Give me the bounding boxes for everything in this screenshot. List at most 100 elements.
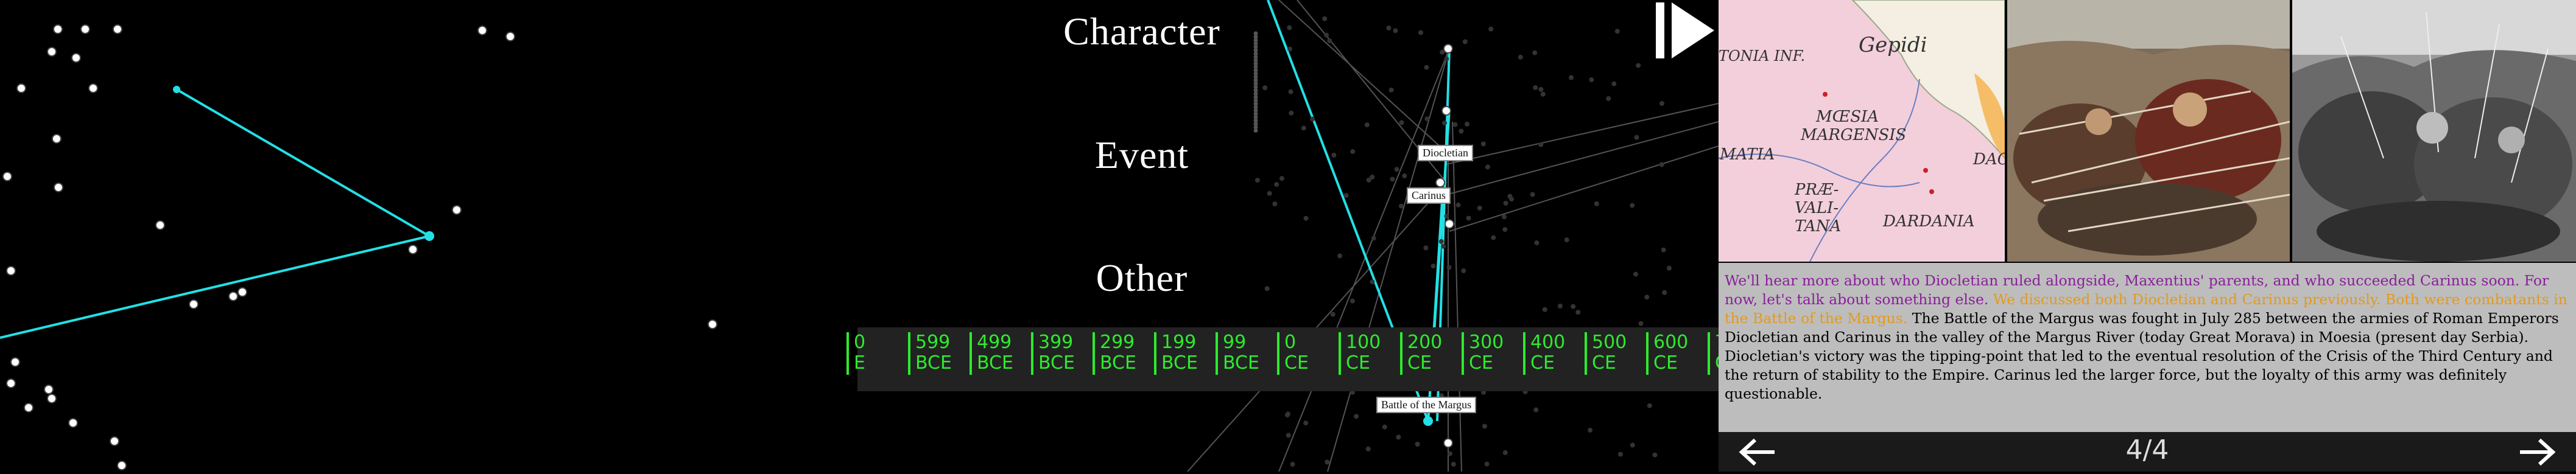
map-label-gepidi: Gepidi: [1859, 33, 1927, 57]
graph-node[interactable]: [16, 83, 26, 93]
graph-node[interactable]: [1435, 178, 1445, 187]
timeline-tick-year: 399: [1038, 332, 1074, 353]
background-node: [1466, 215, 1471, 221]
background-node: [1530, 192, 1535, 197]
background-node: [1382, 424, 1387, 430]
background-node: [1484, 461, 1490, 467]
graph-node[interactable]: [477, 26, 487, 35]
graph-node[interactable]: [1441, 106, 1451, 116]
timeline-tick-year: 99: [1223, 332, 1247, 353]
background-node: [1455, 202, 1461, 207]
graph-node[interactable]: [2, 172, 12, 181]
background-node: [1424, 116, 1430, 122]
graph-node[interactable]: [47, 394, 57, 403]
graph-node[interactable]: [110, 436, 119, 446]
graph-node[interactable]: [155, 220, 165, 230]
play-pause-icon: [1656, 2, 1714, 58]
play-pause-button[interactable]: [1653, 0, 1717, 61]
graph-node[interactable]: [53, 24, 63, 34]
graph-node[interactable]: [238, 287, 247, 297]
background-node: [1564, 237, 1569, 243]
battle-painting-thumbnail[interactable]: [2007, 0, 2290, 262]
background-node: [1253, 41, 1258, 46]
graph-node[interactable]: [189, 299, 199, 309]
graph-node[interactable]: [47, 47, 57, 57]
background-node: [1396, 434, 1401, 440]
background-node: [1462, 39, 1468, 44]
background-node: [1606, 96, 1611, 101]
graph-node[interactable]: [113, 24, 122, 34]
background-node: [1331, 153, 1337, 158]
background-node: [1279, 176, 1284, 181]
graph-node[interactable]: [117, 461, 127, 470]
graph-node[interactable]: [80, 24, 90, 34]
graph-node[interactable]: [24, 403, 33, 413]
background-node: [1415, 442, 1420, 447]
graph-node[interactable]: [68, 418, 78, 428]
page-indicator: 4/4: [2125, 434, 2169, 465]
timeline-tick-era: CE: [1284, 352, 1309, 374]
timeline-tick-era: E: [854, 352, 865, 374]
graph-node[interactable]: [228, 291, 238, 301]
background-node: [1288, 89, 1293, 94]
background-node: [1402, 173, 1407, 178]
background-node: [1388, 87, 1394, 92]
background-node: [1459, 128, 1464, 134]
graph-node[interactable]: [6, 266, 16, 276]
graph-node[interactable]: [408, 245, 418, 254]
background-node: [1264, 286, 1270, 291]
graph-node[interactable]: [44, 385, 54, 394]
previous-button[interactable]: [1737, 437, 1779, 467]
graph-node[interactable]: [452, 205, 462, 215]
background-node: [1447, 451, 1452, 456]
background-node: [1370, 175, 1375, 179]
background-node: [1287, 25, 1292, 30]
timeline-tick-year: 600: [1653, 332, 1689, 353]
graph-node[interactable]: [6, 378, 16, 388]
background-node: [1330, 312, 1336, 317]
battle-engraving-image: [2292, 0, 2576, 262]
background-node: [1253, 102, 1258, 106]
story-panel: Gepidi MŒSIA MARGENSIS DARDANIA PRÆ- VAL…: [1719, 0, 2576, 472]
background-node: [1442, 120, 1447, 126]
graph-node[interactable]: [1445, 219, 1454, 229]
background-node: [1659, 162, 1664, 167]
graph-node[interactable]: [54, 183, 63, 192]
graph-node[interactable]: [88, 83, 98, 93]
background-node: [1614, 29, 1620, 34]
timeline-tick-era: BCE: [1223, 352, 1259, 374]
background-node: [1253, 31, 1258, 36]
category-label-event: Event: [1094, 133, 1189, 176]
background-node: [1350, 298, 1355, 304]
next-button[interactable]: [2515, 437, 2558, 467]
node-label-diocletian[interactable]: Diocletian: [1418, 145, 1473, 161]
background-node: [1398, 203, 1404, 209]
background-node: [1431, 263, 1436, 269]
graph-node[interactable]: [708, 319, 717, 329]
story-intro-text: We'll hear more about who Diocletian rul…: [1725, 272, 2549, 308]
node-label-carinus[interactable]: Carinus: [1407, 187, 1451, 204]
background-node: [1394, 167, 1399, 172]
graph-node[interactable]: [71, 53, 81, 63]
battle-engraving-thumbnail[interactable]: [2292, 0, 2576, 262]
background-node: [1364, 122, 1370, 128]
graph-node[interactable]: [52, 134, 62, 144]
background-node: [1661, 247, 1666, 253]
graph-node[interactable]: [10, 357, 20, 367]
timeline-tick-era: BCE: [1038, 352, 1075, 374]
background-node: [1617, 451, 1623, 457]
map-thumbnail[interactable]: Gepidi MŒSIA MARGENSIS DARDANIA PRÆ- VAL…: [1719, 0, 2005, 262]
graph-node[interactable]: [505, 32, 515, 41]
graph-node[interactable]: [1443, 438, 1453, 448]
graph-node[interactable]: [1443, 44, 1453, 54]
node-label-battle-of-the-margus[interactable]: Battle of the Margus: [1376, 397, 1477, 413]
map-label-daci: DACI: [1972, 150, 2005, 169]
